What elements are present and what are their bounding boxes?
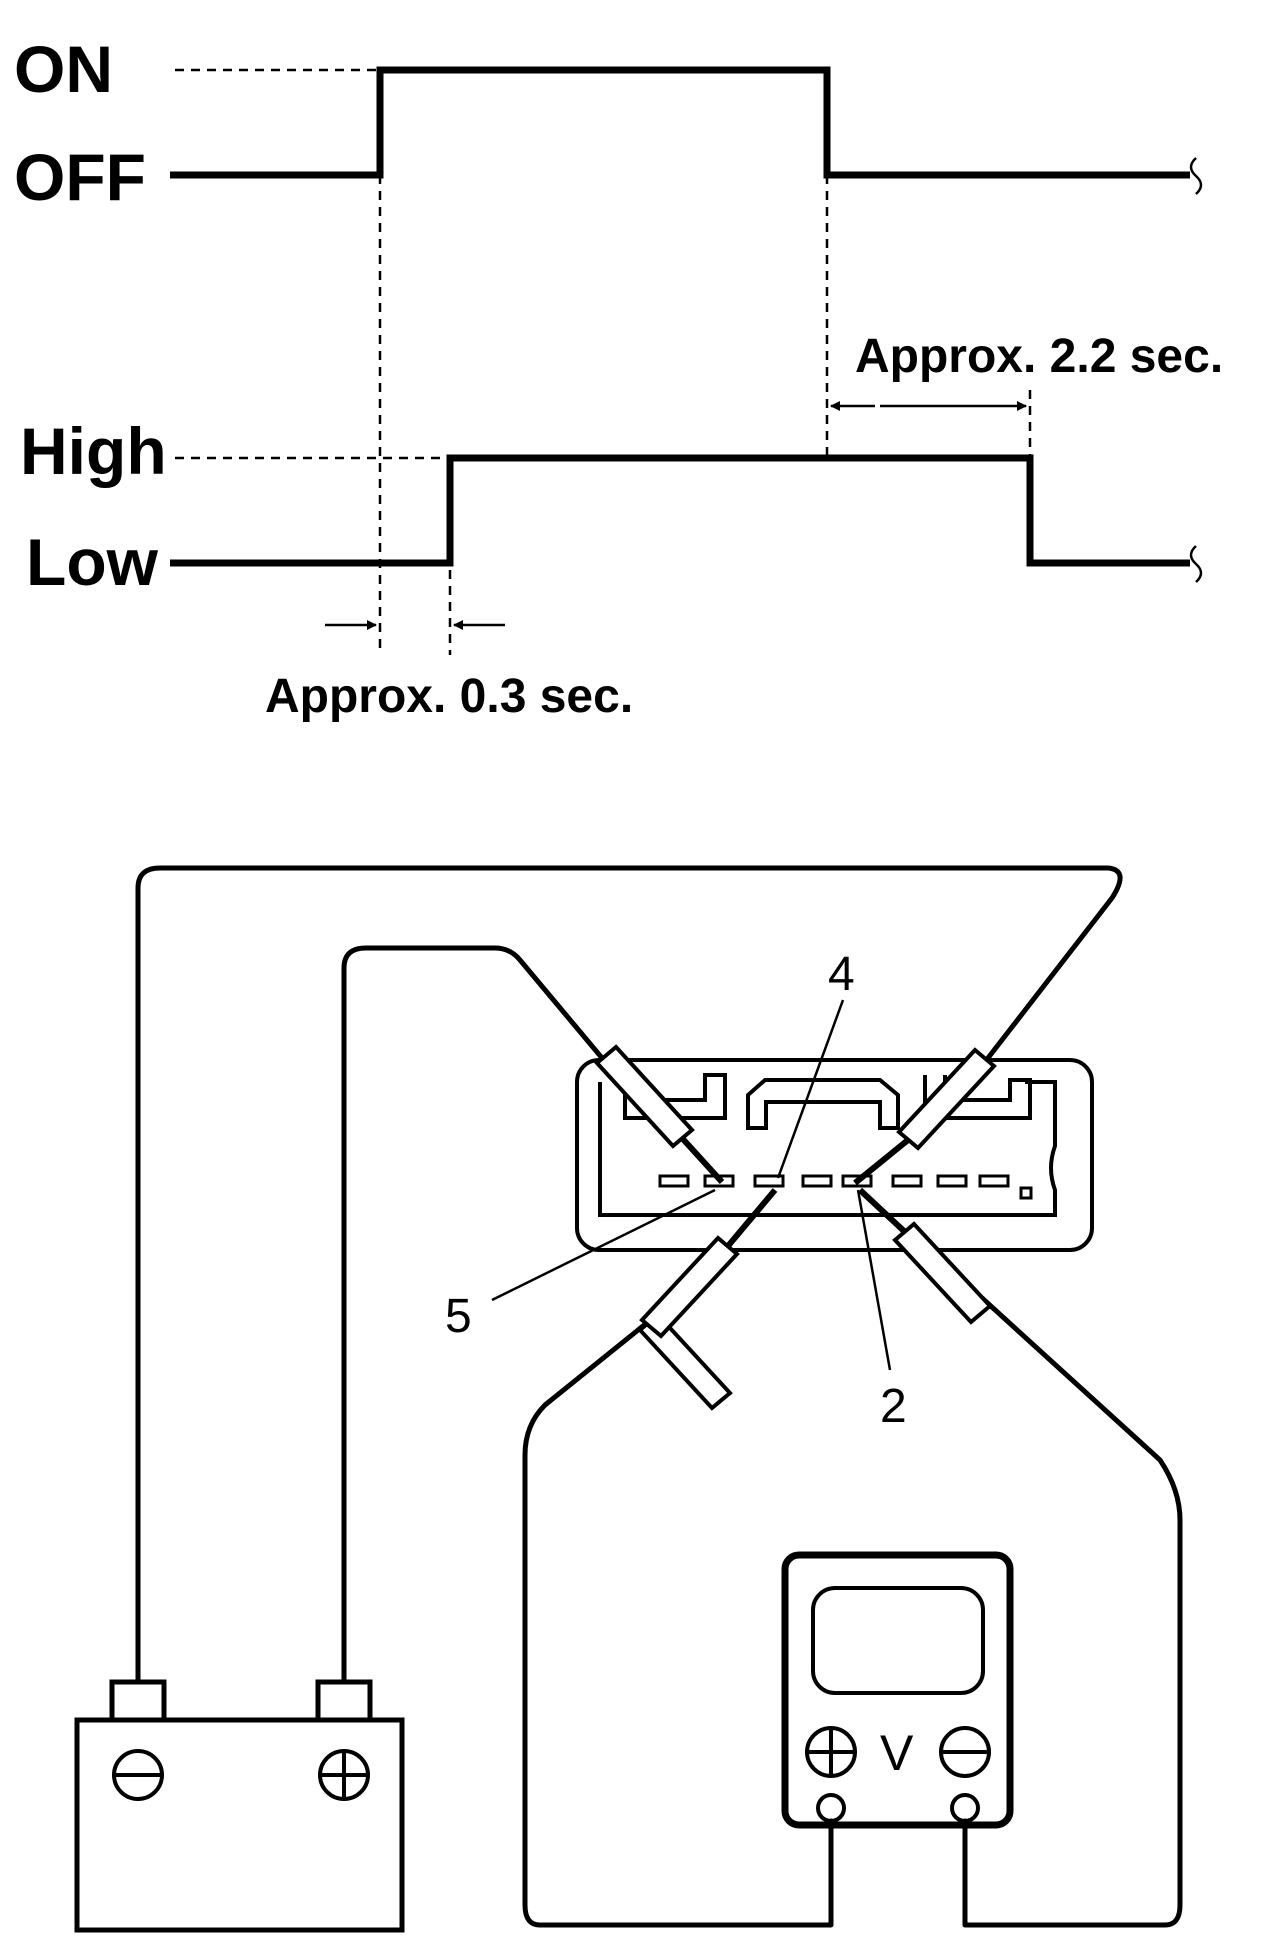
voltmeter-positive-jack xyxy=(816,1793,846,1823)
terminal-2-leader xyxy=(856,1189,892,1371)
minus-circle-icon xyxy=(939,1726,991,1778)
signal2-high-label: High xyxy=(20,414,167,488)
connector-center-latch xyxy=(746,1078,900,1130)
voltmeter: V xyxy=(781,1551,1014,1829)
timing-chart: ON OFF High Low Approx. 0.3 sec. Approx.… xyxy=(14,32,1223,723)
voltmeter-body xyxy=(781,1551,1014,1829)
terminal-slots xyxy=(658,1174,1033,1200)
terminal-slot-small xyxy=(1019,1186,1033,1200)
rise-delay-label: Approx. 0.3 sec. xyxy=(265,670,633,723)
terminal-2-number: 2 xyxy=(880,1380,907,1433)
probe-terminal-2-upper xyxy=(853,1047,997,1186)
battery-positive-wire xyxy=(341,945,605,1685)
signal1-off-label: OFF xyxy=(14,140,146,214)
signal1-break-mark xyxy=(1189,157,1203,195)
terminal-slot xyxy=(801,1174,833,1188)
probe-terminal-2-lower xyxy=(857,1187,993,1325)
terminal-5-number: 5 xyxy=(445,1290,472,1343)
connector-inner-outline xyxy=(598,1080,1057,1217)
fall-delay-label: Approx. 2.2 sec. xyxy=(855,330,1223,383)
probe-terminal-5 xyxy=(594,1044,725,1185)
voltmeter-negative-wire xyxy=(962,1295,1183,1928)
battery-positive-post xyxy=(315,1679,373,1723)
probe-terminal-4-lower xyxy=(639,1188,778,1339)
battery-body xyxy=(74,1717,405,1933)
terminal-slot xyxy=(978,1174,1010,1188)
battery xyxy=(74,1679,405,1933)
terminal-slot xyxy=(891,1174,923,1188)
terminal-4-leader xyxy=(776,999,845,1179)
signal1-waveform xyxy=(170,66,1190,179)
connector-outer-shell xyxy=(575,1058,1094,1252)
battery-negative-wire xyxy=(135,865,1123,1685)
terminal-slot xyxy=(936,1174,968,1188)
voltmeter-unit-label: V xyxy=(880,1725,914,1781)
voltmeter-display xyxy=(811,1586,985,1695)
plus-circle-icon xyxy=(805,1726,857,1778)
battery-negative-post xyxy=(109,1679,167,1723)
signal2-break-mark xyxy=(1189,545,1203,583)
signal2-low-label: Low xyxy=(26,525,159,599)
terminal-slot xyxy=(753,1174,785,1188)
voltmeter-negative-jack xyxy=(950,1793,980,1823)
wiring-diagram: V xyxy=(74,865,1183,1933)
voltmeter-positive-wire xyxy=(522,1319,834,1928)
plus-circle-icon xyxy=(318,1749,370,1801)
signal1-on-label: ON xyxy=(14,32,113,106)
terminal-4-number: 4 xyxy=(828,948,855,1001)
signal2-waveform xyxy=(170,454,1190,567)
terminal-slot xyxy=(841,1174,873,1188)
minus-circle-icon xyxy=(112,1749,164,1801)
terminal-5-leader xyxy=(491,1188,716,1302)
terminal-slot xyxy=(658,1174,690,1188)
